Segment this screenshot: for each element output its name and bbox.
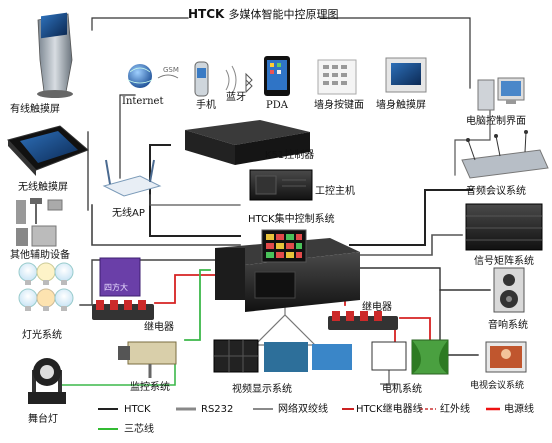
internet-globe (127, 64, 153, 88)
line-green (184, 269, 211, 341)
pda-tablet (264, 56, 290, 96)
label-wall-touch: 墙身触摸屏 (376, 100, 426, 111)
bluetooth-waves (225, 65, 253, 95)
gsm-wave (157, 74, 179, 79)
wireless-touch-pad (7, 125, 89, 176)
legend-twisted: 网络双绞线 (278, 404, 328, 415)
label-htck-system: HTCK集中控制系统 (248, 214, 335, 225)
label-video-conf: 电视会议系统 (470, 381, 525, 391)
signal-matrix-rack (465, 203, 543, 251)
k51-controller (185, 120, 310, 165)
relay-right (328, 311, 398, 330)
label-wired-touch: 有线触摸屏 (10, 104, 60, 115)
label-relay-left: 继电器 (144, 322, 174, 333)
label-audio-conf: 音频会议系统 (466, 186, 526, 197)
line-audio (349, 189, 473, 246)
label-stage-light: 舞台灯 (28, 414, 58, 425)
legend-htck: HTCK (124, 404, 151, 415)
label-gsm: GSM (163, 66, 179, 74)
label-power-relay: 四方大 (104, 283, 128, 292)
wall-keypad (317, 59, 357, 95)
legend-rs232: RS232 (201, 404, 234, 415)
wireless-ap (102, 159, 162, 197)
power-relay-box (99, 257, 141, 297)
relay-left (92, 300, 154, 320)
label-wireless-touch: 无线触摸屏 (18, 182, 68, 193)
light-bulbs (18, 262, 74, 311)
line-pc-down (454, 109, 491, 176)
line-left-bus (91, 204, 241, 246)
aux-devices (16, 198, 63, 247)
line-speaker (349, 267, 491, 291)
label-pc-control: 电脑控制界面 (466, 116, 526, 127)
title-brand: HTCK (188, 7, 225, 21)
label-video-display: 视频显示系统 (232, 384, 292, 395)
mobile-phone (194, 61, 209, 97)
line-ap-internet (119, 94, 136, 179)
label-monitor: 监控系统 (130, 382, 170, 393)
video-conference (485, 341, 527, 373)
video-display-wall (213, 339, 352, 373)
line-k51-center (149, 144, 241, 237)
label-phone: 手机 (196, 100, 216, 111)
line-video-bracket (253, 314, 317, 346)
label-bluetooth: 蓝牙 (226, 92, 246, 103)
label-wall-keypad: 墙身按键面 (314, 100, 364, 111)
label-motor: 电机系统 (382, 384, 422, 395)
industrial-pc (249, 169, 313, 201)
legend-samples (98, 407, 500, 430)
central-controller (215, 229, 360, 312)
legend-relay-line: HTCK继电器线 (356, 404, 423, 415)
stage-moving-light (28, 358, 66, 404)
label-internet: Internet (122, 96, 164, 107)
label-lights: 灯光系统 (22, 330, 62, 341)
wall-touch-panel (385, 57, 427, 93)
wired-touch-kiosk (37, 12, 73, 98)
label-ipc: 工控主机 (315, 186, 355, 197)
legend-ir: 红外线 (440, 404, 470, 415)
label-speaker: 音响系统 (488, 320, 528, 331)
monitor-camera (118, 341, 177, 378)
line-wired-touch (91, 17, 189, 31)
line-lights (79, 259, 231, 306)
label-pda: PDA (266, 100, 288, 111)
label-matrix: 信号矩阵系统 (474, 256, 534, 267)
label-k51: K51控制器 (265, 150, 315, 161)
label-wireless-ap: 无线AP (112, 208, 145, 219)
legend-three-core: 三芯线 (124, 424, 154, 435)
audio-conference-mics (461, 130, 549, 179)
title-text: 多媒体智能中控原理图 (228, 8, 339, 21)
motor-screen (371, 341, 407, 385)
line-red-curtain (399, 317, 431, 346)
line-matrix (349, 234, 463, 256)
line-green-2 (59, 359, 176, 386)
line-red-left (154, 274, 231, 304)
legend-power: 电源线 (504, 404, 534, 415)
speaker (493, 267, 525, 313)
line-ap-center (149, 194, 241, 206)
pc-control (477, 77, 525, 111)
label-aux-devices: 其他辅助设备 (10, 250, 70, 261)
label-relay-right: 继电器 (362, 302, 392, 313)
line-top-to-pc (319, 17, 471, 89)
legend: HTCK RS232 网络双绞线 HTCK继电器线 红外线 电源线 三芯线 (0, 396, 552, 439)
motor-curtain (411, 339, 449, 375)
diagram-title: HTCK 多媒体智能中控原理图 (188, 6, 339, 22)
